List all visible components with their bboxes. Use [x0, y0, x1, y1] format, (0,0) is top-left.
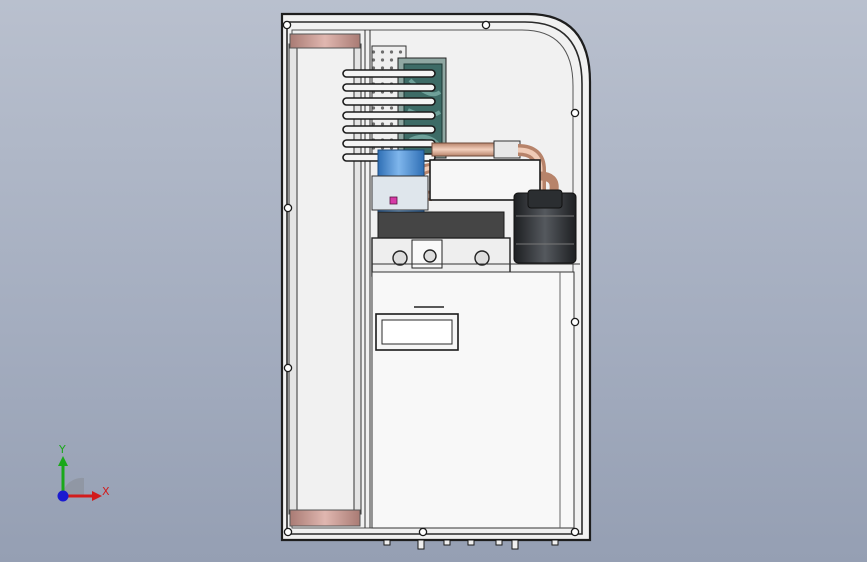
control-module: [371, 175, 429, 211]
bottom-bumper: [289, 509, 361, 527]
lower-panel: [371, 271, 575, 529]
x-axis-label: X: [102, 485, 110, 498]
louver-slats: [342, 69, 436, 162]
y-axis-label: Y: [59, 443, 66, 456]
compressor-motor: [513, 189, 577, 264]
handle-slot[interactable]: [375, 306, 459, 351]
coordinate-triad-icon: [57, 456, 102, 502]
top-bumper: [289, 33, 361, 49]
screws: [282, 20, 580, 537]
base-fittings: [383, 539, 559, 550]
indicator-light: [389, 196, 398, 205]
pump-manifold: [371, 211, 580, 277]
